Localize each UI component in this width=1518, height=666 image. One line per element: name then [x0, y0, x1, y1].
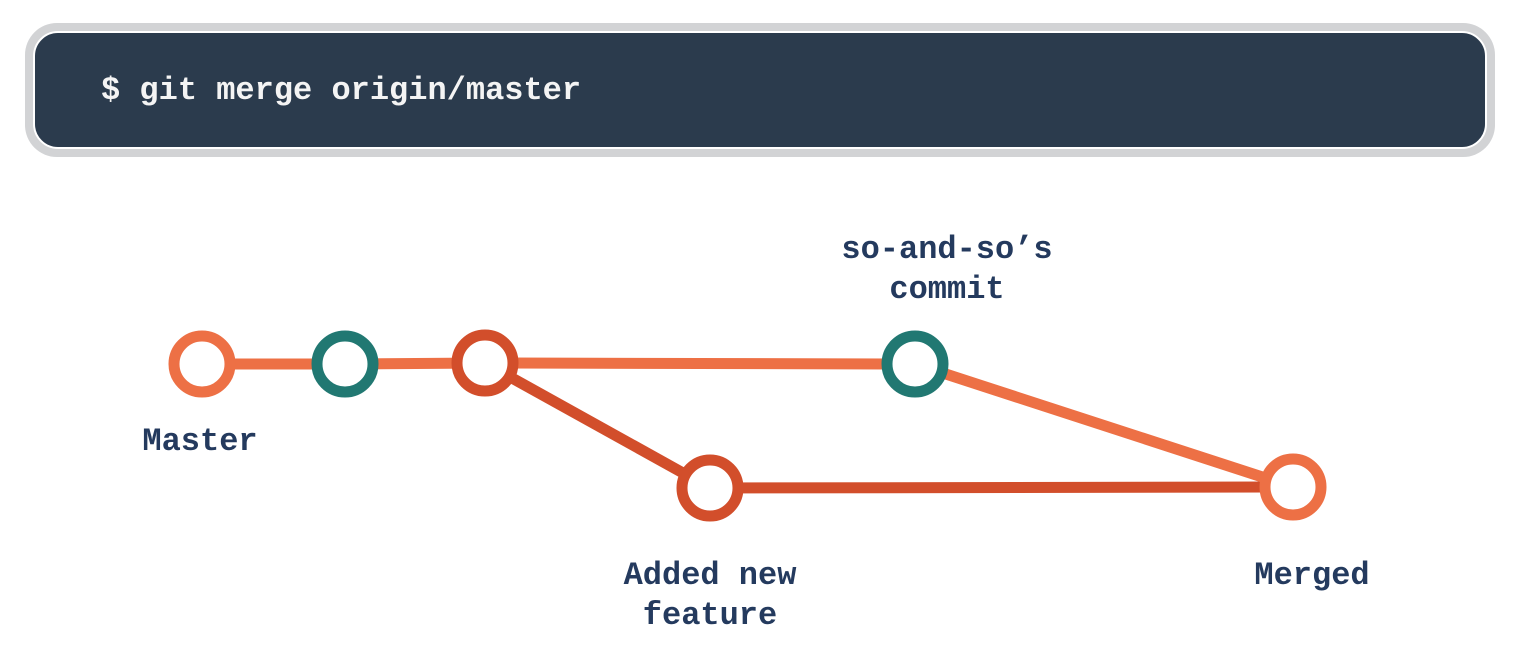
- commit-node-so-and-sos-commit: [881, 330, 949, 398]
- label-merged: Merged: [1254, 557, 1370, 594]
- label-master: Master: [142, 423, 258, 460]
- terminal-screen: $ git merge origin/master: [33, 31, 1487, 149]
- terminal-command: $ git merge origin/master: [101, 71, 582, 109]
- commit-node-branch-point: [451, 329, 519, 397]
- edge-branch-point--so-and-sos-commit: [484, 357, 916, 370]
- label-so-and-sos-commit: so-and-so’s commit: [841, 231, 1053, 308]
- edge-added-new-feature--merged: [709, 481, 1294, 494]
- edge-so-and-sos-commit--merged: [913, 358, 1295, 493]
- terminal-window: $ git merge origin/master: [25, 23, 1495, 157]
- edge-branch-point--added-new-feature: [482, 358, 713, 493]
- commit-node-added-new-feature: [676, 454, 744, 522]
- label-added-new-feature: Added new feature: [623, 557, 797, 634]
- commit-node-master-commit-2: [311, 330, 379, 398]
- commit-node-master-commit-1: [168, 330, 236, 398]
- commit-node-merged: [1259, 453, 1327, 521]
